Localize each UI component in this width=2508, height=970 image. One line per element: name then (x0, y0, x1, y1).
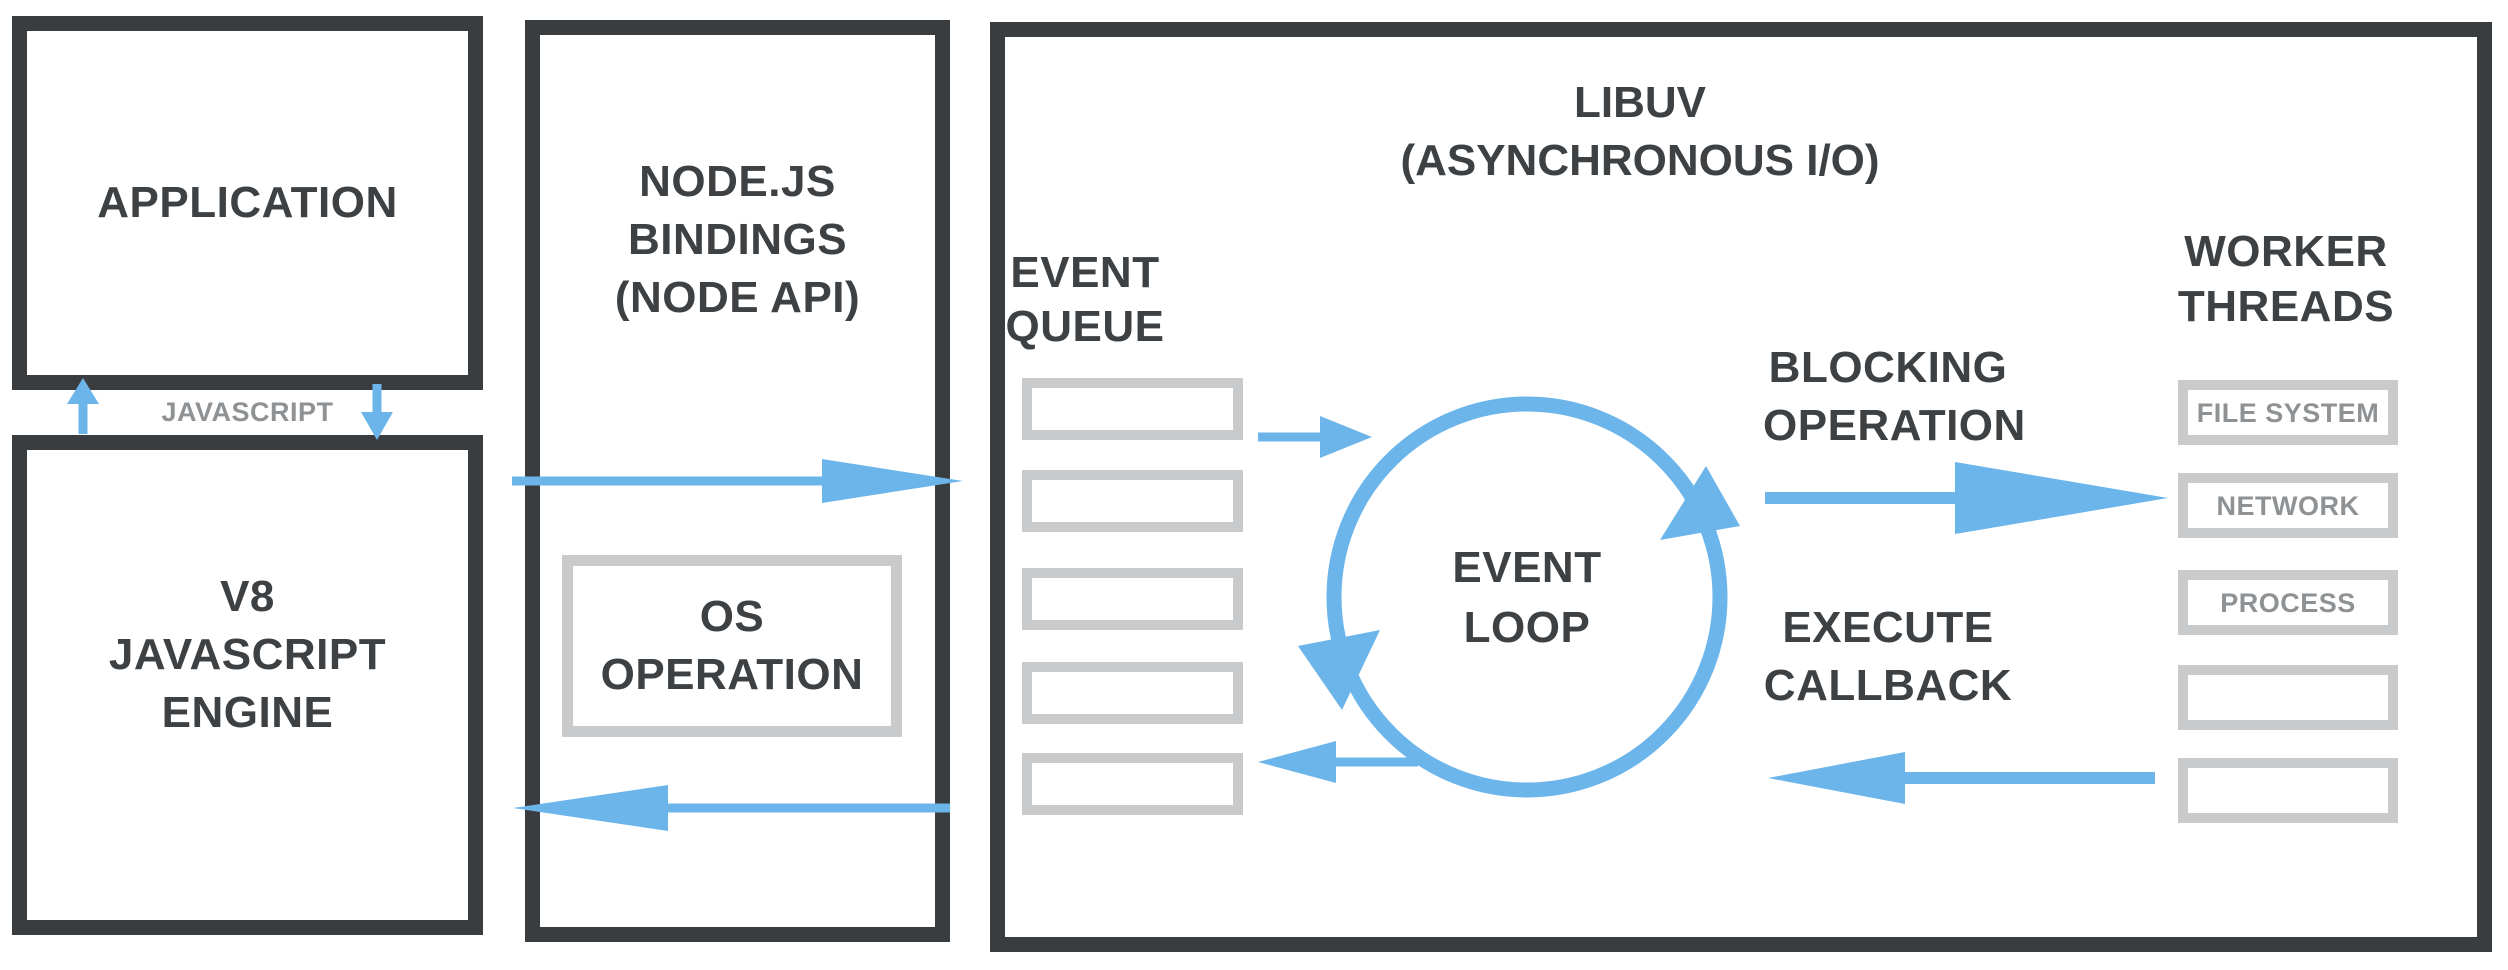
os-operation-label: OS OPERATION (600, 592, 864, 699)
event-queue-slot (1022, 753, 1243, 815)
v8-engine-box: V8 JAVASCRIPT ENGINE (12, 435, 483, 935)
worker-thread-box-file-system: FILE SYSTEM (2178, 380, 2398, 445)
blocking-operation-label: BLOCKING OPERATION (1763, 343, 2026, 450)
event-queue-slot (1022, 568, 1243, 630)
worker-threads-label: WORKER THREADS (2177, 227, 2395, 331)
application-box: APPLICATION (12, 16, 483, 390)
application-label: APPLICATION (97, 178, 398, 227)
worker-thread-box-network: NETWORK (2178, 473, 2398, 538)
event-queue-slot (1022, 662, 1243, 724)
execute-callback-label: EXECUTE CALLBACK (1763, 603, 2013, 710)
worker-thread-box-empty (2178, 665, 2398, 730)
javascript-link-label: JAVASCRIPT (161, 397, 334, 427)
event-loop-label: EVENT LOOP (1452, 543, 1602, 652)
worker-thread-box-empty (2178, 758, 2398, 823)
v8-engine-label: V8 JAVASCRIPT ENGINE (108, 572, 387, 737)
node-bindings-label: NODE.JS BINDINGS (NODE API) (614, 157, 861, 322)
worker-thread-box-process: PROCESS (2178, 570, 2398, 635)
event-queue-slot (1022, 470, 1243, 532)
os-operation-box: OS OPERATION (562, 555, 902, 737)
node-bindings-box: NODE.JS BINDINGS (NODE API) (525, 20, 950, 942)
event-queue-label: EVENT QUEUE (1005, 248, 1165, 351)
event-queue-slot (1022, 378, 1243, 440)
libuv-title: LIBUV (ASYNCHRONOUS I/O) (1400, 78, 1880, 185)
